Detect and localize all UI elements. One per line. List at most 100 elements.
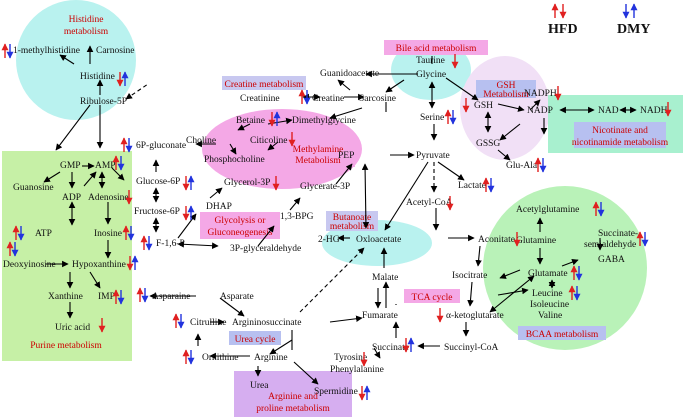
reg-serine — [444, 109, 457, 125]
pathway-label-purine: Purine metabolism — [30, 341, 102, 351]
bcaa-label-box — [518, 326, 606, 340]
metabolite-hypoxanthine: Hypoxanthine — [72, 260, 126, 270]
metabolite-succinyl-coa: Succinyl-CoA — [444, 343, 498, 353]
metabolite-sarcosine: Sarcosine — [359, 94, 396, 104]
reg-f16p — [140, 235, 153, 251]
metabolite-2hg: 2-HG — [318, 235, 340, 245]
reg-hypoxanthine — [126, 255, 139, 271]
butanoate-region — [322, 220, 432, 266]
metabolite-malate: Malate — [372, 273, 398, 283]
metabolite-histidine: Histidine — [80, 72, 115, 82]
metabolite-aconitate: Aconitate — [478, 235, 515, 245]
metabolite-glu-ala: Glu-Ala — [506, 161, 538, 171]
reg-spermidine — [358, 385, 371, 401]
reg-acetylglutamine — [592, 201, 605, 217]
pathway-label-bile-acid: Bile acid metabolism — [396, 44, 477, 54]
metabolite-glutamate: Glutamate — [528, 269, 568, 279]
reg-lactate — [482, 177, 495, 193]
metabolite-succinate-semialdehyde-line1: Succinate- — [598, 229, 638, 239]
reg-betaine — [268, 111, 281, 127]
metabolite-fumarate: Fumarate — [362, 311, 398, 321]
metabolite-carnosine: Carnosine — [96, 46, 135, 56]
metabolite-nad: NAD — [598, 106, 619, 116]
regulation-arrows — [1, 43, 672, 401]
pathway-label-methylamine-line2: Metabolism — [295, 156, 341, 166]
metabolite-xanthine: Xanthine — [48, 292, 83, 302]
metabolite-asparaine: Asparaine — [152, 292, 191, 302]
metabolite-guanidoacetate: Guanidoacetate — [320, 69, 379, 79]
metabolite-atp: ATP — [35, 229, 52, 239]
pathway-label-histidine-line1: Histidine — [69, 15, 104, 25]
reg-glu-ala — [534, 157, 547, 173]
reg-citrulline — [172, 313, 185, 329]
metabolite-urea: Urea — [250, 381, 269, 391]
metabolite-pyruvate: Pyruvate — [416, 151, 450, 161]
reg-fructose6p — [182, 205, 195, 221]
metabolite-dimethylglycine: Dimethylglycine — [292, 116, 356, 126]
creatine-label-box — [222, 76, 306, 90]
metabolite-f16p: F-1,6-P — [156, 239, 185, 249]
metabolite-6p-gluconate: 6P-gluconate — [136, 141, 186, 151]
reg-6p-gluconate — [120, 137, 133, 153]
metabolite-creatinine: Creatinine — [240, 94, 280, 104]
reg-methylhistidine — [1, 43, 14, 59]
metabolite-akg: α-ketoglutarate — [446, 311, 504, 321]
metabolite-taurine: Taurine — [416, 56, 445, 66]
connectors — [43, 45, 637, 385]
pathway-label-nicotinate-line1: Nicotinate and — [592, 126, 648, 136]
pathway-label-urea: Urea cycle — [235, 335, 276, 345]
metabolite-gmp: GMP — [60, 161, 81, 171]
arginine-label-box — [234, 371, 352, 417]
reg-succinate-semialdehyde — [636, 231, 649, 247]
metabolite-lactate: Lactate — [458, 181, 486, 191]
metabolite-spermidine: Spermidine — [314, 387, 358, 397]
metabolite-glycerol3p: Glycerol-3P — [224, 178, 270, 188]
pathway-label-butanoate-line2: metabolism — [330, 222, 375, 232]
reg-atp — [12, 225, 25, 241]
gsh-label-box — [476, 80, 536, 98]
pathway-label-glycolysis-line1: Glycolysis or — [215, 216, 267, 226]
histidine-region — [16, 0, 136, 120]
metabolite-amp: AMP — [95, 161, 116, 171]
metabolite-ornithine: Ornithine — [202, 353, 238, 363]
metabolite-gsh: GSH — [474, 101, 493, 111]
pathway-label-creatine: Creatine metabolism — [225, 80, 304, 90]
reg-asparaine — [136, 287, 149, 303]
metabolite-creatine: Creatine — [312, 94, 344, 104]
legend-hfd-label: HFD — [548, 22, 578, 37]
metabolite-methylhistidine: 1-methylhistidine — [13, 46, 80, 56]
metabolite-13bpg: 1,3-BPG — [280, 212, 314, 222]
nicotinate-label-box — [574, 122, 666, 148]
pathway-label-glycolysis-line2: Gluconeogenesis — [208, 228, 273, 238]
metabolite-nadh: NADH — [640, 106, 668, 116]
metabolite-3p-glyceraldehyde: 3P-glyceraldehyde — [230, 244, 301, 254]
metabolite-citrulline: Citrulline — [190, 318, 226, 328]
reg-leucine — [568, 285, 581, 301]
metabolite-isoleucine: Isoleucine — [530, 300, 569, 310]
metabolite-betaine: Betaine — [236, 116, 265, 126]
metabolite-phenylalanine: Phenylalanine — [330, 365, 384, 375]
reg-deoxyinosine — [6, 241, 19, 257]
metabolite-valine: Valine — [538, 311, 562, 321]
metabolite-fructose6p: Fructose-6P — [134, 207, 180, 217]
metabolite-glycerate3p: Glycerate-3P — [300, 182, 350, 192]
pathway-label-nicotinate-line2: nicotinamide metabolism — [572, 138, 669, 148]
metabolite-succinate: Succinate — [372, 343, 409, 353]
metabolite-oxaloacetate: Oxloacetate — [356, 235, 401, 245]
metabolite-ribulose5p: Ribulose-5P — [80, 97, 127, 107]
legend-dmy-label: DMY — [617, 22, 650, 37]
metabolite-nadp: NADP — [527, 106, 553, 116]
pathway-label-histidine-line2: metabolism — [64, 27, 109, 37]
metabolite-dhap: DHAP — [206, 202, 232, 212]
pathway-label-bcaa: BCAA metabolism — [526, 330, 599, 340]
metabolite-tyrosine: Tyrosine — [334, 353, 367, 363]
reg-creatinine — [298, 89, 311, 105]
metabolite-deoxyinosine: Deoxyinosine — [3, 260, 56, 270]
reg-glucose6p — [182, 175, 195, 191]
metabolite-imp: IMP — [98, 292, 115, 302]
metabolite-acetylglutamine: Acetylglutamine — [516, 205, 579, 215]
reg-inosine — [122, 225, 135, 241]
metabolite-inosine: Inosine — [94, 229, 122, 239]
bile-acid-label-box — [384, 40, 488, 55]
